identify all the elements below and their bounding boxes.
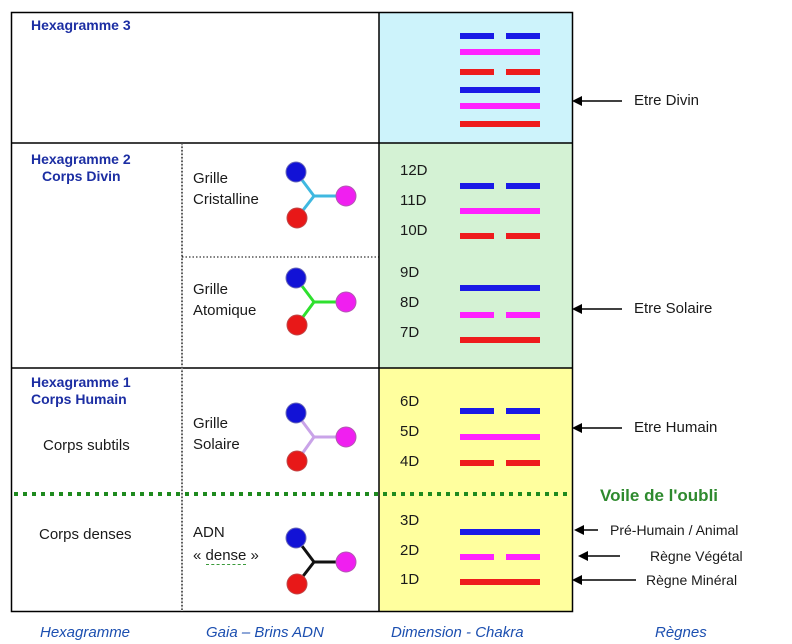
dimension-9d: 9D bbox=[400, 264, 420, 281]
dimension-11d: 11D bbox=[400, 192, 427, 209]
dense-bodies-label: Corps denses bbox=[39, 526, 132, 543]
hexagram-line-broken-segment bbox=[506, 460, 540, 466]
arrow-solaire-icon bbox=[572, 304, 622, 314]
dimension-1d: 1D bbox=[400, 571, 420, 588]
molecule-cristalline-icon bbox=[285, 161, 357, 229]
hexagram-line-solid bbox=[460, 579, 540, 585]
hexagram-line-solid bbox=[460, 529, 540, 535]
regne-etre-solaire: Etre Solaire bbox=[634, 300, 713, 317]
hexagram-line-broken-segment bbox=[460, 408, 494, 414]
hexagram-1-title: Hexagramme 1 bbox=[31, 374, 131, 390]
arrow-humain-icon bbox=[572, 423, 622, 433]
arrow-divin-icon bbox=[572, 96, 622, 106]
regne-mineral: Règne Minéral bbox=[646, 572, 738, 588]
hexagram-line-broken-segment bbox=[460, 183, 494, 189]
hexagram-line-broken-segment bbox=[506, 312, 540, 318]
hexagram-2-title: Hexagramme 2 bbox=[31, 151, 131, 167]
hexagram-line-broken-segment bbox=[460, 69, 494, 75]
hexagram-line-broken-segment bbox=[506, 183, 540, 189]
hexagram-line-solid bbox=[460, 87, 540, 93]
quote-close: » bbox=[246, 547, 259, 564]
dimension-7d: 7D bbox=[400, 324, 420, 341]
hexagram-2-subtitle: Corps Divin bbox=[42, 168, 121, 184]
dimension-10d: 10D bbox=[400, 222, 428, 239]
regne-etre-humain: Etre Humain bbox=[634, 419, 718, 436]
dimension-4d: 4D bbox=[400, 453, 420, 470]
dimension-8d: 8D bbox=[400, 294, 420, 311]
dimension-3d: 3D bbox=[400, 512, 420, 529]
dimension-5d: 5D bbox=[400, 423, 420, 440]
grid-solaire-line1: Grille bbox=[193, 415, 229, 432]
hexagram-line-broken-segment bbox=[460, 233, 494, 239]
molecule-adn-icon bbox=[285, 527, 357, 595]
subtle-bodies-label: Corps subtils bbox=[43, 437, 130, 454]
hexagram-line-solid bbox=[460, 103, 540, 109]
hexagram-line-broken-segment bbox=[460, 460, 494, 466]
hexagram-line-broken-segment bbox=[506, 554, 540, 560]
hexagram-line-broken-segment bbox=[460, 33, 494, 39]
dimension-6d: 6D bbox=[400, 393, 420, 410]
quote-open: « bbox=[193, 547, 206, 564]
dimension-2d: 2D bbox=[400, 542, 420, 559]
hexagram-line-solid bbox=[460, 121, 540, 127]
dimension-12d: 12D bbox=[400, 162, 428, 179]
footer-dimension: Dimension - Chakra bbox=[391, 624, 524, 641]
footer-hexagramme: Hexagramme bbox=[40, 624, 131, 641]
hexagram-line-broken-segment bbox=[506, 69, 540, 75]
hexagram-line-solid bbox=[460, 208, 540, 214]
hexagram-line-solid bbox=[460, 434, 540, 440]
hexagram-line-broken-segment bbox=[506, 408, 540, 414]
grid-atomique-line2: Atomique bbox=[193, 302, 257, 319]
regne-pre-humain-animal: Pré-Humain / Animal bbox=[610, 522, 739, 538]
hexagram-line-broken-segment bbox=[460, 312, 494, 318]
regne-vegetal: Règne Végétal bbox=[650, 548, 743, 564]
hexagram-line-broken-segment bbox=[506, 33, 540, 39]
dense-word: dense bbox=[205, 547, 247, 565]
grid-adn-line1: ADN bbox=[193, 524, 225, 541]
grid-cristalline-line1: Grille bbox=[193, 170, 229, 187]
hexagram-line-broken-segment bbox=[506, 233, 540, 239]
hexagram-line-broken-segment bbox=[460, 554, 494, 560]
hexagram-line-solid bbox=[460, 337, 540, 343]
grid-adn-line2: « dense » bbox=[193, 547, 259, 565]
grid-atomique-line1: Grille bbox=[193, 281, 229, 298]
hexagram-line-solid bbox=[460, 285, 540, 291]
hexagram-3-title: Hexagramme 3 bbox=[31, 17, 131, 33]
arrow-animal-icon bbox=[574, 525, 598, 535]
footer-gaia: Gaia – Brins ADN bbox=[206, 624, 324, 641]
grid-cristalline-line2: Cristalline bbox=[193, 191, 259, 208]
grid-solaire-line2: Solaire bbox=[193, 436, 240, 453]
dimension-bg-green bbox=[379, 143, 572, 368]
molecule-atomique-icon bbox=[285, 267, 357, 336]
footer-regnes: Règnes bbox=[655, 624, 707, 641]
hexagram-line-solid bbox=[460, 49, 540, 55]
arrow-vegetal-icon bbox=[578, 551, 620, 561]
veil-label: Voile de l'oubli bbox=[600, 486, 719, 505]
molecule-solaire-icon bbox=[285, 402, 357, 472]
regne-etre-divin: Etre Divin bbox=[634, 92, 700, 109]
hexagram-1-subtitle: Corps Humain bbox=[31, 391, 127, 407]
arrow-mineral-icon bbox=[572, 575, 636, 585]
